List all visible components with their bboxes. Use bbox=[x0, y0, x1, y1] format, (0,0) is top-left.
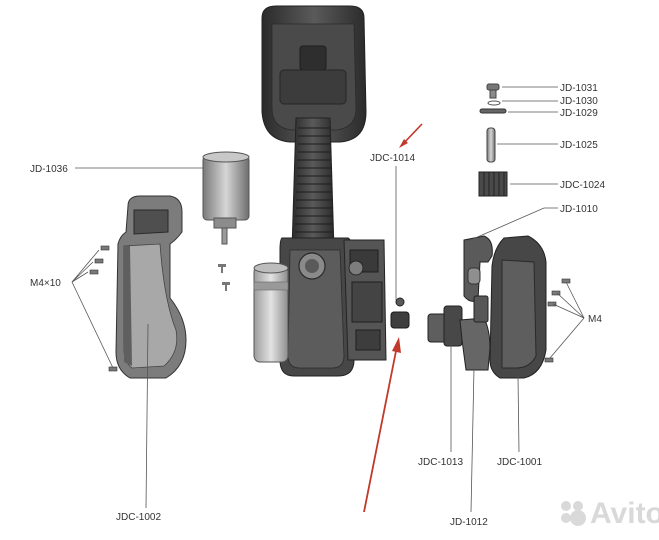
label-jdc-1001: JDC-1001 bbox=[497, 457, 542, 468]
label-jd-1031: JD-1031 bbox=[560, 83, 598, 94]
watermark-text: Avito bbox=[590, 497, 659, 530]
label-jdc-1002: JDC-1002 bbox=[116, 512, 161, 523]
avito-watermark: Avito bbox=[561, 497, 659, 530]
label-jdc-1013: JDC-1013 bbox=[418, 457, 463, 468]
label-jd-1030: JD-1030 bbox=[560, 96, 598, 107]
label-jd-1036: JD-1036 bbox=[30, 164, 68, 175]
motor-jd-1036 bbox=[202, 151, 250, 291]
label-m4x10: M4×10 bbox=[30, 278, 61, 289]
label-jd-1025: JD-1025 bbox=[560, 140, 598, 151]
main-housing bbox=[253, 5, 387, 377]
label-jd-1029: JD-1029 bbox=[560, 108, 598, 119]
right-side-parts bbox=[89, 83, 571, 379]
part-labels: JD-1031 JD-1030 JD-1029 JD-1025 JDC-1024… bbox=[30, 83, 605, 528]
red-arrows bbox=[363, 123, 423, 513]
leader-lines bbox=[71, 86, 585, 513]
avito-logo-icon bbox=[561, 501, 586, 526]
label-m4: M4 bbox=[588, 314, 602, 325]
label-jd-1010: JD-1010 bbox=[560, 204, 598, 215]
label-jd-1012: JD-1012 bbox=[450, 517, 488, 528]
label-jdc-1014: JDC-1014 bbox=[370, 153, 415, 164]
left-cover-jdc-1002 bbox=[115, 195, 187, 379]
label-jdc-1024: JDC-1024 bbox=[560, 180, 605, 191]
